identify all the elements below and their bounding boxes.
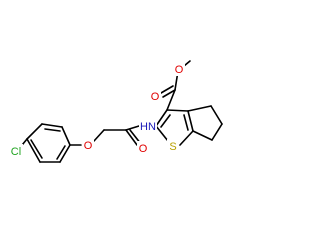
thiophene-ring — [155, 109, 194, 146]
atom-o-ether: O — [82, 138, 94, 152]
atom-cl-label: Cl — [11, 146, 21, 158]
atom-o-amide-label: O — [139, 143, 148, 155]
chlorophenyl-ring — [26, 123, 71, 163]
bond — [192, 130, 213, 141]
bond — [210, 105, 223, 125]
molecule-structure: Cl O O HN S O O — [7, 60, 223, 163]
atom-cl: Cl — [7, 144, 23, 158]
atom-s: S — [167, 139, 179, 153]
atom-nh-label: HN — [140, 121, 156, 133]
atom-o-methoxy-label: O — [175, 64, 184, 76]
double-bond-inner — [44, 128, 61, 132]
bond — [41, 123, 63, 128]
bond — [166, 109, 189, 112]
cyclopentane-ring — [187, 105, 223, 141]
bond-ring-ester — [166, 89, 176, 111]
bond — [187, 110, 194, 132]
bond — [26, 123, 43, 140]
bond-amide-n — [125, 125, 140, 131]
atom-o-carbonyl: O — [149, 89, 161, 103]
double-bond-inner — [30, 139, 43, 159]
ester-c-o-double-1 — [162, 89, 176, 98]
atom-s-label: S — [169, 141, 176, 153]
bond — [179, 130, 194, 146]
amide-c-o-double-1 — [125, 129, 138, 146]
double-bond-inner — [160, 114, 171, 128]
atom-o-ether-label: O — [84, 140, 93, 152]
atom-nh: HN — [139, 119, 157, 133]
ester-c-o-double-2 — [160, 85, 174, 94]
double-bond-inner — [56, 145, 66, 160]
bond — [211, 123, 223, 141]
atom-o-methoxy: O — [173, 62, 185, 76]
bond-ether-2 — [93, 129, 105, 142]
atom-o-carbonyl-label: O — [151, 91, 160, 103]
bond — [155, 109, 168, 127]
double-bond-inner — [183, 114, 189, 131]
bond — [26, 138, 41, 163]
bond — [155, 125, 169, 142]
bond — [187, 105, 212, 112]
bond — [59, 144, 71, 163]
bond — [61, 126, 71, 146]
atom-o-amide: O — [137, 141, 149, 155]
